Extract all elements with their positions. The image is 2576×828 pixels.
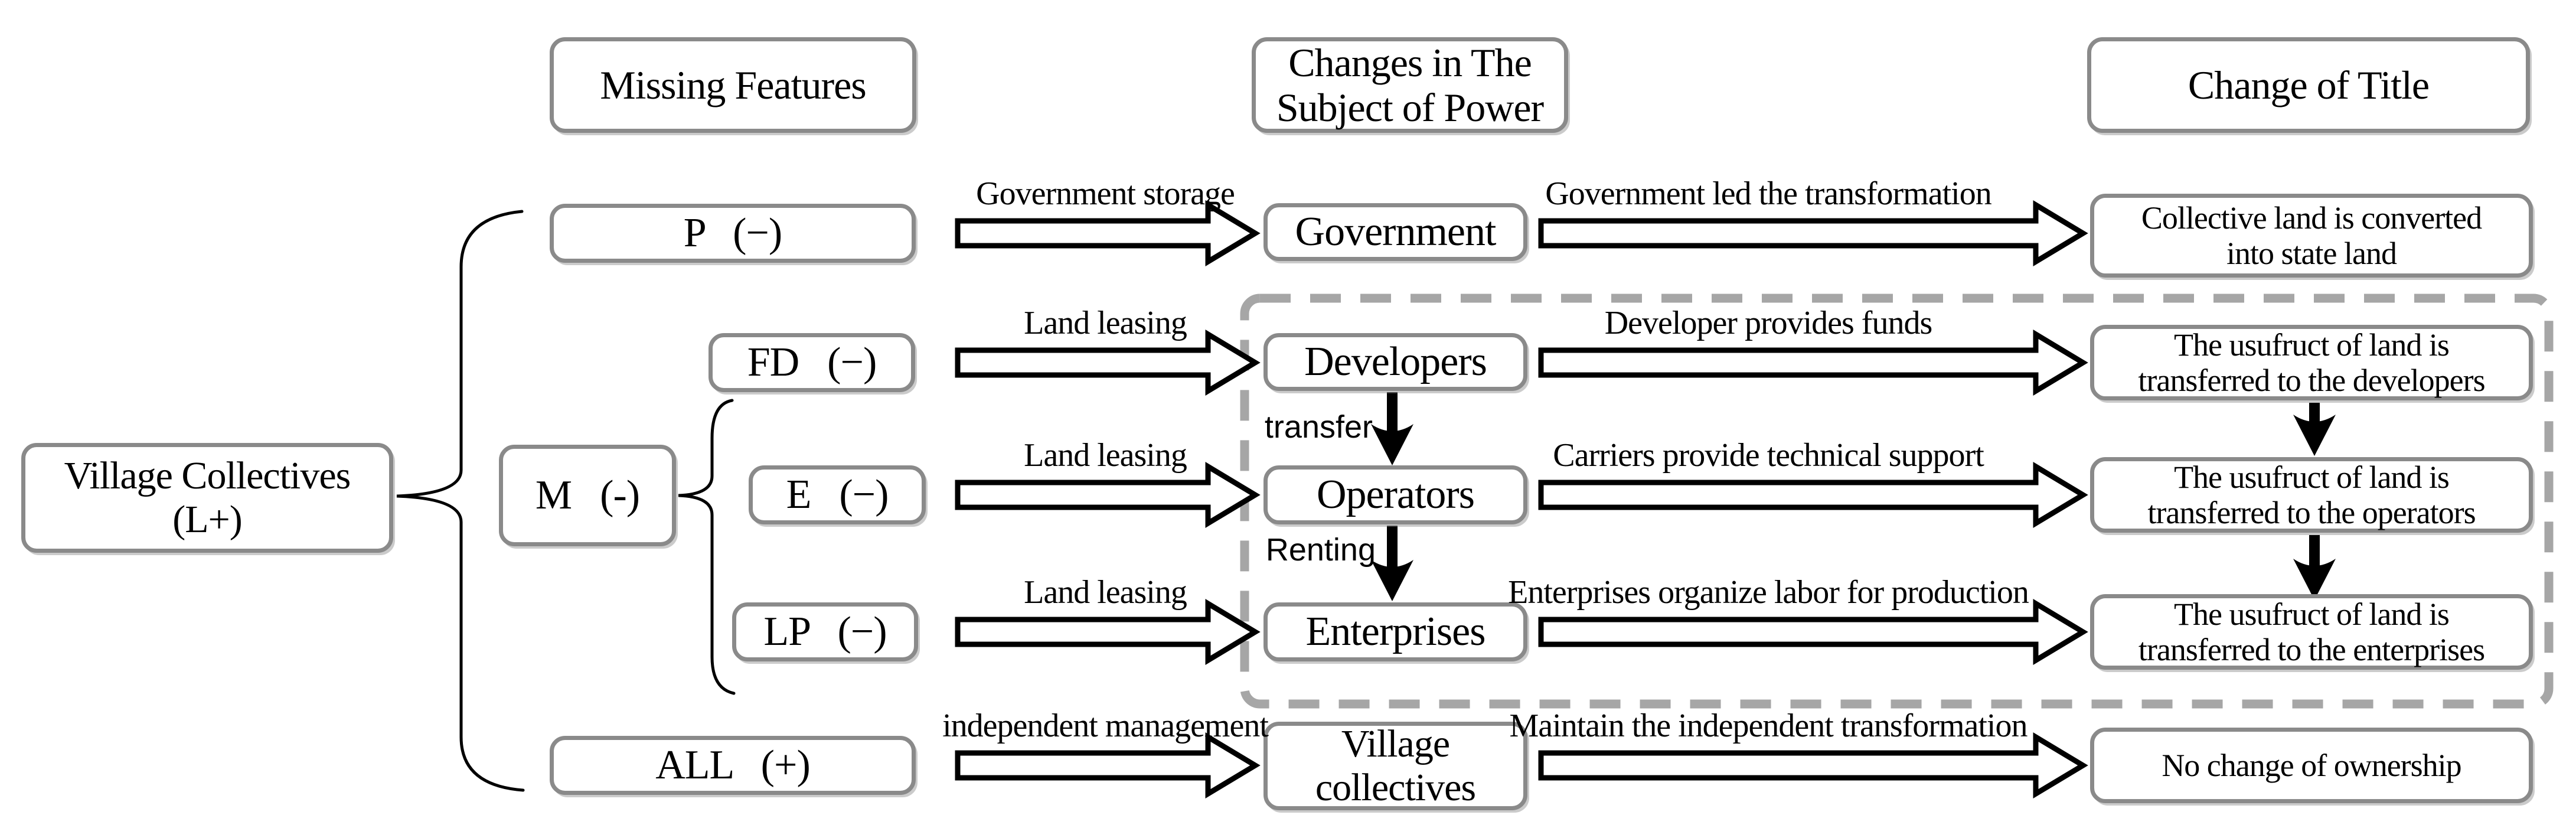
node-feature-fd: FD (−) [709, 333, 915, 392]
node-outcome-usufruct-developers: The usufruct of land is transferred to t… [2090, 325, 2533, 400]
header-missing-features: Missing Features [550, 37, 916, 133]
node-outcome-usufruct-developers-label: The usufruct of land is transferred to t… [2138, 327, 2485, 398]
header-changes-subject-of-power-label: Changes in The Subject of Power [1276, 40, 1544, 130]
label-government-led-transformation: Government led the transformation [1545, 175, 1991, 212]
arrow-operators-to-enterprises-head [1371, 560, 1413, 601]
node-feature-lp-label: LP (−) [763, 608, 887, 654]
label-land-leasing-lp: Land leasing [1024, 574, 1187, 611]
arrow-village-collectives-to-no-change [1538, 732, 2088, 798]
node-outcome-state-land-label: Collective land is converted into state … [2141, 200, 2482, 271]
node-feature-e: E (−) [749, 465, 926, 524]
node-outcome-no-change: No change of ownership [2090, 728, 2533, 803]
node-subject-government: Government [1263, 203, 1527, 261]
node-outcome-state-land: Collective land is converted into state … [2090, 194, 2533, 278]
node-outcome-usufruct-enterprises: The usufruct of land is transferred to t… [2090, 594, 2533, 670]
node-feature-all: ALL (+) [550, 736, 916, 795]
node-feature-all-label: ALL (+) [655, 742, 811, 788]
node-subject-operators: Operators [1263, 465, 1527, 524]
node-village-collectives-source: Village Collectives (L+) [21, 443, 393, 553]
arrow-fd-to-developers [955, 330, 1261, 396]
node-feature-m: M (-) [499, 445, 676, 546]
node-subject-developers: Developers [1263, 333, 1527, 391]
label-transfer: transfer [1264, 409, 1373, 445]
node-subject-village-collectives: Village collectives [1263, 722, 1527, 810]
label-land-leasing-e: Land leasing [1024, 437, 1187, 474]
brace-village-collectives [396, 210, 525, 792]
arrow-e-to-operators [955, 462, 1261, 528]
node-subject-enterprises-label: Enterprises [1305, 608, 1486, 654]
node-outcome-no-change-label: No change of ownership [2162, 747, 2461, 783]
node-feature-e-label: E (−) [786, 471, 889, 517]
arrow-all-to-village-collectives [955, 732, 1261, 798]
arrow-developers-to-operators-head [1371, 424, 1413, 465]
node-outcome-usufruct-operators-label: The usufruct of land is transferred to t… [2147, 459, 2476, 530]
node-village-collectives-source-label: Village Collectives (L+) [64, 454, 351, 541]
brace-m-features [678, 399, 736, 695]
label-carriers-provide-support: Carriers provide technical support [1553, 437, 1984, 474]
label-renting: Renting [1265, 532, 1376, 568]
node-feature-m-label: M (-) [535, 472, 640, 518]
node-subject-operators-label: Operators [1316, 471, 1475, 517]
header-change-of-title: Change of Title [2087, 37, 2530, 133]
header-missing-features-label: Missing Features [600, 62, 867, 107]
node-subject-government-label: Government [1295, 208, 1497, 255]
header-changes-subject-of-power: Changes in The Subject of Power [1252, 37, 1568, 133]
node-feature-fd-label: FD (−) [747, 339, 877, 385]
label-land-leasing-fd: Land leasing [1024, 305, 1187, 341]
node-outcome-usufruct-enterprises-label: The usufruct of land is transferred to t… [2138, 596, 2485, 667]
arrow-enterprises-to-usufruct [1538, 599, 2088, 665]
label-developer-provides-funds: Developer provides funds [1604, 305, 1933, 341]
label-enterprises-organize-labor: Enterprises organize labor for productio… [1508, 574, 2029, 611]
header-change-of-title-label: Change of Title [2188, 62, 2430, 107]
node-feature-lp: LP (−) [732, 602, 918, 661]
node-subject-enterprises: Enterprises [1263, 602, 1527, 661]
arrow-p-to-government [955, 200, 1261, 266]
arrow-usufruct-operators-to-enterprises-head [2293, 559, 2336, 600]
node-subject-developers-label: Developers [1304, 338, 1487, 384]
label-maintain-independent-transformation: Maintain the independent transformation [1509, 708, 2028, 744]
arrow-usufruct-developers-to-operators-head [2293, 415, 2336, 456]
arrow-operators-to-usufruct [1538, 462, 2088, 528]
label-government-storage: Government storage [976, 175, 1235, 212]
arrow-developers-to-usufruct [1538, 330, 2088, 396]
node-outcome-usufruct-operators: The usufruct of land is transferred to t… [2090, 457, 2533, 533]
node-feature-p-label: P (−) [683, 210, 782, 256]
arrow-lp-to-enterprises [955, 599, 1261, 665]
node-subject-village-collectives-label: Village collectives [1315, 722, 1476, 809]
label-independent-management: independent management [942, 708, 1269, 744]
node-feature-p: P (−) [550, 204, 916, 263]
arrow-government-to-state-land [1538, 200, 2088, 266]
